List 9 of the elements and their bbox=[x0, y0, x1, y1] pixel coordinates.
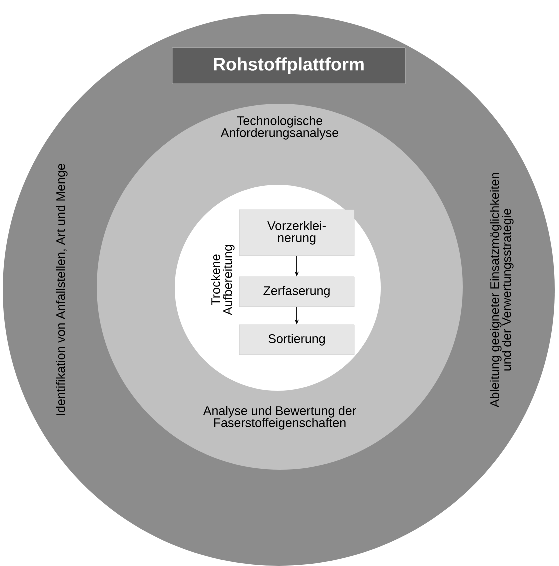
process-box: Zerfaserung bbox=[239, 276, 355, 308]
vertical-text: Trockene Aufbereitung bbox=[211, 245, 235, 316]
ring-text: Analyse und Bewertung der Faserstoffeigenschaften bbox=[203, 406, 356, 430]
side-text: Identifikation von Anfallstellen, Art und Menge bbox=[56, 164, 68, 416]
process-box: Sortierung bbox=[239, 324, 355, 356]
ring-text: Technologische Anforderungsanalyse bbox=[220, 116, 338, 140]
side-text: Ableitung geeigneter Einsatzmöglichkeiten und der Verwertungsstrategie bbox=[490, 173, 514, 408]
title-box: Rohstoffplattform bbox=[172, 48, 406, 84]
process-box: Vorzerklei- nerung bbox=[239, 210, 355, 256]
